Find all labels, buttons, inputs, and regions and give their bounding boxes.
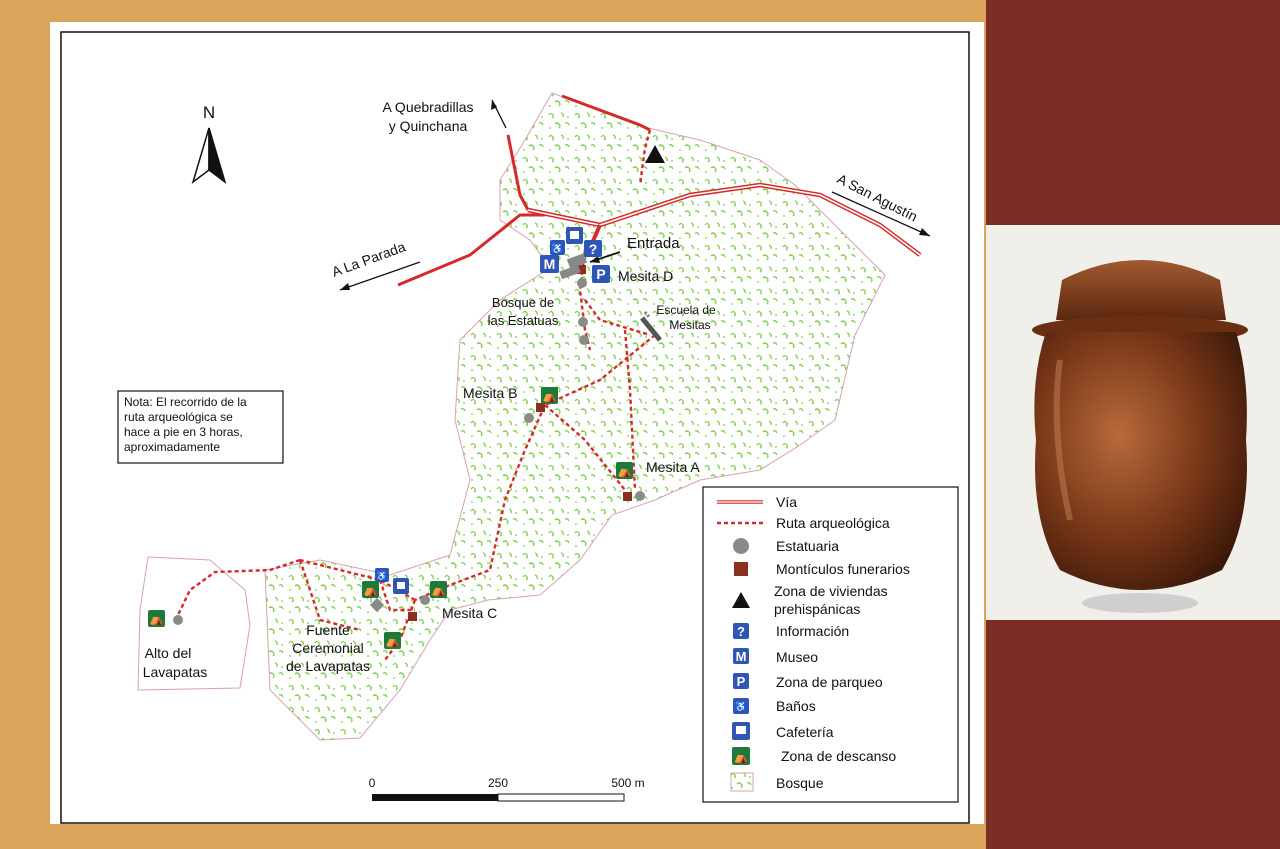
svg-text:⛺: ⛺ (734, 750, 749, 764)
legend-item-museum: M Museo (733, 648, 818, 665)
svg-text:⛺: ⛺ (431, 583, 446, 597)
svg-text:⛺: ⛺ (385, 634, 400, 648)
legend-item-info: ? Información (733, 623, 849, 639)
legend-label-banos: Baños (776, 698, 816, 714)
san-agustin-arrow (831, 191, 931, 237)
legend-label-viviendas-2: prehispánicas (774, 601, 860, 617)
legend: Vía Ruta arqueológica Estatuaria Montícu… (702, 486, 959, 803)
label-alto-2: Lavapatas (143, 664, 208, 680)
park-forest-area (264, 92, 886, 741)
info-icon: ? (584, 240, 602, 257)
funerary-mounds (408, 265, 632, 621)
legend-label-museo: Museo (776, 649, 818, 665)
note-line-4: aproximadamente (124, 440, 220, 454)
parking-icon: P (592, 265, 610, 283)
svg-text:⛺: ⛺ (617, 464, 632, 478)
label-fuente-3: de Lavapatas (286, 658, 370, 674)
legend-label-estatuaria: Estatuaria (776, 538, 839, 554)
legend-item-cafeteria: Cafetería (732, 722, 834, 740)
legend-label-ruta: Ruta arqueológica (776, 515, 890, 531)
north-label: N (203, 103, 215, 122)
svg-text:⛺: ⛺ (542, 389, 557, 403)
legend-item-mound: Montículos funerarios (734, 561, 910, 577)
label-mesita-b: Mesita B (463, 385, 517, 401)
north-arrow: N (191, 103, 227, 184)
label-mesita-d: Mesita D (618, 268, 673, 284)
svg-text:M: M (544, 256, 556, 272)
label-bosque-2: las Estatuas (488, 313, 559, 328)
scale-label-0: 0 (369, 776, 376, 790)
note-box: Nota: El recorrido de la ruta arqueológi… (117, 390, 284, 464)
note-line-3: hace a pie en 3 horas, (124, 425, 243, 439)
svg-text:⛺: ⛺ (363, 583, 378, 597)
scale-bar: 0 250 500 m (369, 776, 645, 802)
entrance-building-cluster (559, 253, 588, 280)
legend-item-trail: Ruta arqueológica (717, 515, 890, 531)
statues (173, 278, 645, 625)
picnic-icons: ⛺ ⛺ ⛺ ⛺ ⛺ ⛺ (148, 387, 633, 649)
svg-text:♿: ♿ (551, 242, 563, 255)
label-mesita-a: Mesita A (646, 459, 700, 475)
legend-label-cafeteria: Cafetería (776, 724, 834, 740)
legend-item-restroom: ♿ Baños (733, 698, 816, 714)
scale-label-250: 250 (488, 776, 508, 790)
label-quebradillas-1: A Quebradillas (382, 99, 473, 115)
label-bosque-1: Bosque de (492, 295, 554, 310)
legend-item-parking: P Zona de parqueo (733, 673, 883, 690)
escuela-marker (640, 316, 662, 342)
legend-label-descanso: Zona de descanso (781, 748, 896, 764)
legend-label-monticulos: Montículos funerarios (776, 561, 910, 577)
la-parada-arrow (339, 261, 421, 291)
note-line-2: ruta arqueológica se (124, 410, 233, 424)
legend-item-road: Vía (717, 494, 797, 510)
label-fuente-2: Ceremonial (292, 640, 364, 656)
restroom-icon: ♿ (550, 240, 565, 255)
label-escuela-1: Escuela de (656, 303, 716, 317)
legend-label-parqueo: Zona de parqueo (776, 674, 883, 690)
svg-text:♿: ♿ (376, 570, 387, 581)
dwelling-zone-triangle-icon (645, 145, 665, 163)
legend-info-glyph: ? (737, 624, 745, 639)
legend-label-bosque: Bosque (776, 775, 824, 791)
cafeteria-icon (393, 578, 409, 594)
legend-item-forest: Bosque (730, 772, 824, 792)
scale-label-500: 500 m (611, 776, 644, 790)
label-fuente-1: Fuente (306, 622, 350, 638)
label-entrada: Entrada (627, 235, 680, 252)
svg-text:⛺: ⛺ (149, 612, 164, 626)
funerary-urn-photo (1032, 260, 1248, 613)
legend-label-informacion: Información (776, 623, 849, 639)
label-escuela-2: Mesitas (669, 318, 710, 332)
note-line-1: Nota: El recorrido de la (124, 395, 247, 409)
svg-text:?: ? (589, 241, 598, 257)
legend-label-via: Vía (776, 494, 797, 510)
restroom-icon: ♿ (375, 568, 389, 582)
svg-text:P: P (596, 266, 605, 282)
legend-item-dwelling: Zona de viviendas prehispánicas (732, 583, 888, 617)
legend-item-statue: Estatuaria (733, 538, 839, 554)
legend-label-viviendas-1: Zona de viviendas (774, 583, 888, 599)
map-frame (60, 31, 970, 824)
label-alto-1: Alto del (145, 645, 192, 661)
label-mesita-c: Mesita C (442, 605, 497, 621)
roads (397, 94, 922, 287)
cafeteria-icon (566, 227, 583, 244)
alto-del-lavapatas-area (137, 556, 251, 691)
museum-icon: M (540, 255, 559, 273)
legend-parking-glyph: P (737, 674, 746, 689)
svg-text:♿: ♿ (735, 700, 747, 713)
label-quebradillas-2: y Quinchana (389, 118, 468, 134)
legend-item-picnic: ⛺ Zona de descanso (732, 747, 896, 765)
legend-museum-glyph: M (736, 649, 747, 664)
